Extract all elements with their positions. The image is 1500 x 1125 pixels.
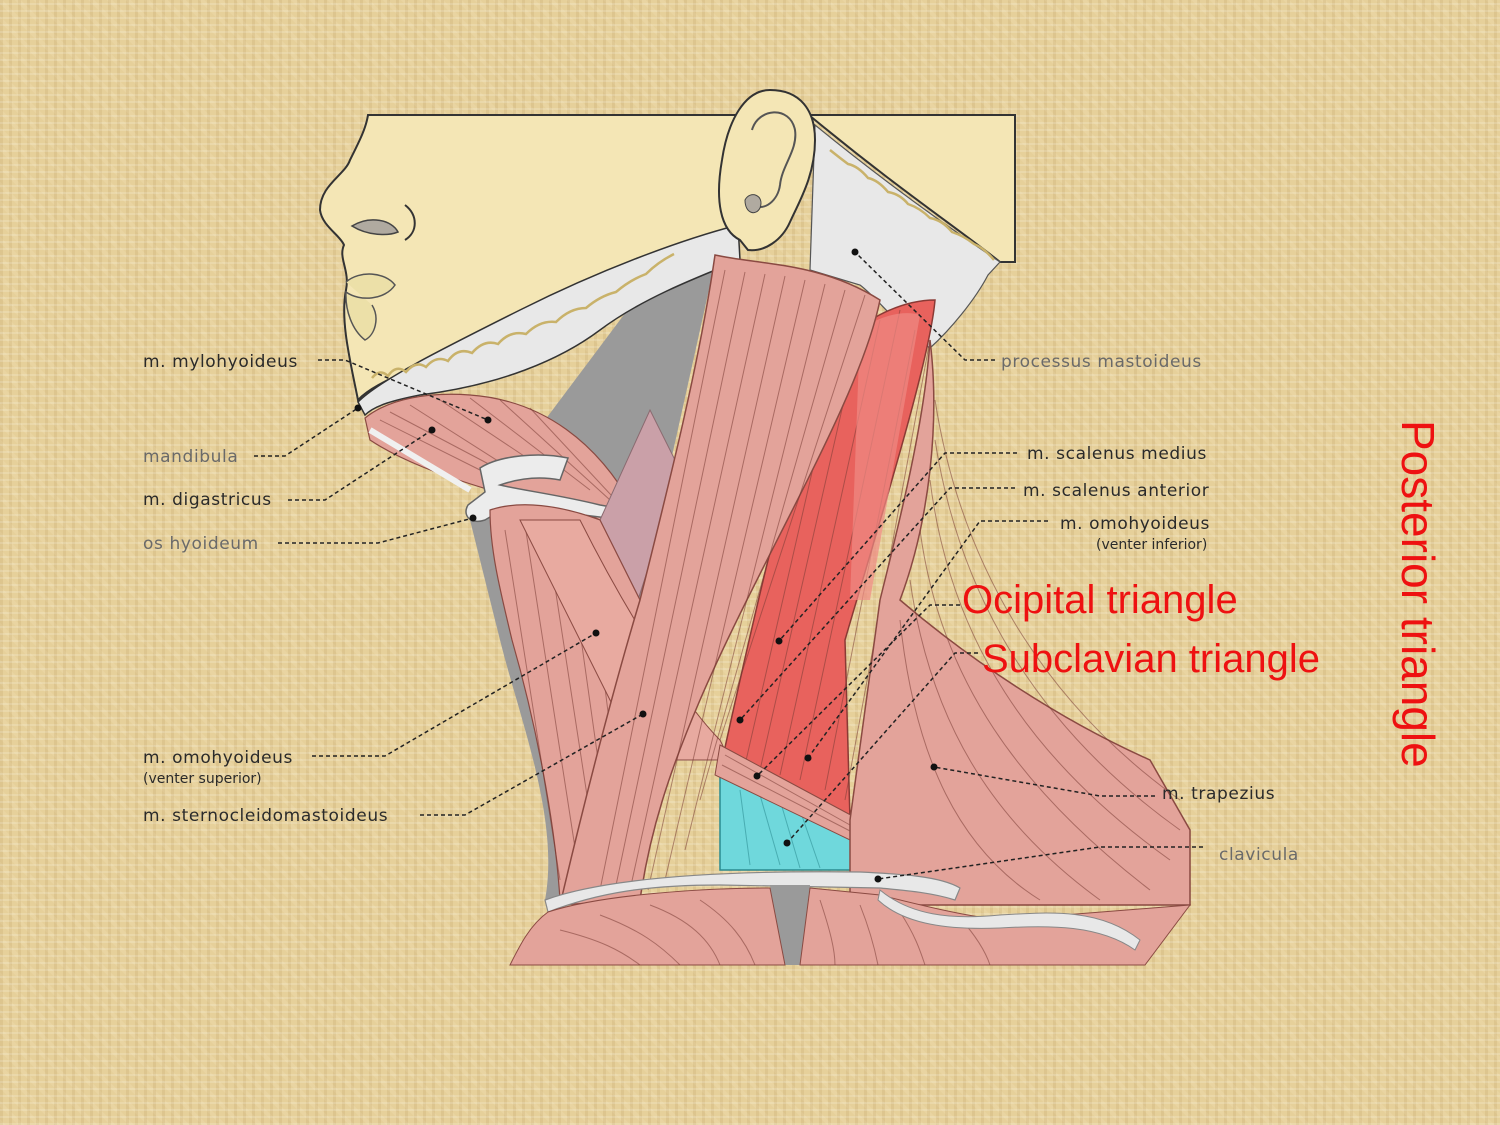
acromion [877,889,1141,951]
sternocleidomastoid-muscle [559,254,881,906]
label-omohyoideus-superior: m. omohyoideus [143,748,293,768]
nostril [350,219,400,236]
label-occipital-triangle: Ocipital triangle [962,578,1238,622]
ear [718,88,817,252]
ear-canal [744,194,762,214]
label-mandibula: mandibula [143,447,238,467]
scalp-serration [829,149,995,261]
clavicle [544,871,961,913]
lips [345,273,396,341]
label-clavicula: clavicula [1219,845,1299,865]
chest-left [509,887,786,966]
label-omohyoideus-inferior: m. omohyoideus [1060,514,1210,534]
label-posterior-triangle: Posterior triangle [1392,420,1444,768]
label-trapezius: m. trapezius [1162,784,1275,804]
label-mylohyoideus: m. mylohyoideus [143,352,298,372]
label-scalenus-medius: m. scalenus medius [1027,444,1207,464]
jaw-serration [371,252,675,379]
label-subclavian-triangle: Subclavian triangle [982,637,1320,681]
digastric-tendon [368,427,472,493]
label-venter-inferior: (venter inferior) [1096,537,1207,553]
mandible-bone [357,224,741,417]
label-sternocleidomastoideus: m. sternocleidomastoideus [143,806,388,826]
nose-line [404,204,416,241]
label-processus-mastoideus: processus mastoideus [1001,352,1202,372]
label-scalenus-anterior: m. scalenus anterior [1023,481,1209,501]
label-os-hyoideum: os hyoideum [143,534,259,554]
ear-inner [751,111,797,208]
label-venter-superior: (venter superior) [143,771,262,787]
label-digastricus: m. digastricus [143,490,272,510]
scalene-band [850,313,920,600]
